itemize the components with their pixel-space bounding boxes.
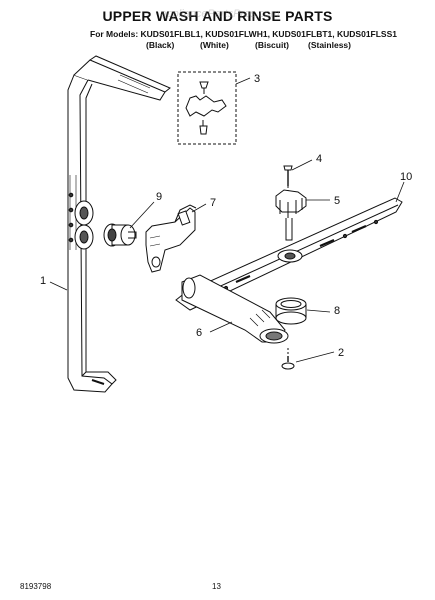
callout-3: 3 bbox=[254, 73, 260, 85]
callout-9: 9 bbox=[156, 191, 162, 203]
callout-1: 1 bbox=[40, 275, 46, 287]
callout-7: 7 bbox=[210, 197, 216, 209]
callout-6: 6 bbox=[196, 327, 202, 339]
variant-biscuit: (Biscuit) bbox=[255, 40, 289, 50]
page-number: 13 bbox=[212, 582, 221, 591]
part-6-feed-tube bbox=[181, 274, 289, 344]
callout-2: 2 bbox=[338, 347, 344, 359]
callout-4: 4 bbox=[316, 153, 322, 165]
callout-10: 10 bbox=[400, 171, 412, 183]
document-number: 8193798 bbox=[20, 582, 52, 591]
part-2-screw bbox=[281, 348, 295, 370]
part-5-bearing bbox=[275, 189, 307, 241]
callout-8: 8 bbox=[334, 305, 340, 317]
variant-black: (Black) bbox=[146, 40, 175, 50]
part-8-seal-ring bbox=[275, 297, 307, 325]
page-title: UPPER WASH AND RINSE PARTS bbox=[102, 8, 333, 24]
part-3-clip-kit bbox=[177, 71, 237, 145]
part-1-supply-tube bbox=[67, 55, 171, 393]
variant-white: (White) bbox=[200, 40, 229, 50]
part-4-screw bbox=[283, 165, 293, 192]
leader-lines bbox=[49, 77, 405, 363]
part-7-manifold bbox=[145, 204, 197, 273]
variant-stainless: (Stainless) bbox=[308, 40, 351, 50]
part-9-check-valve bbox=[103, 223, 137, 247]
model-list: For Models: KUDS01FLBL1, KUDS01FLWH1, KU… bbox=[90, 29, 397, 39]
watermark: appliancePartsPros.com bbox=[160, 8, 280, 20]
callout-5: 5 bbox=[334, 195, 340, 207]
